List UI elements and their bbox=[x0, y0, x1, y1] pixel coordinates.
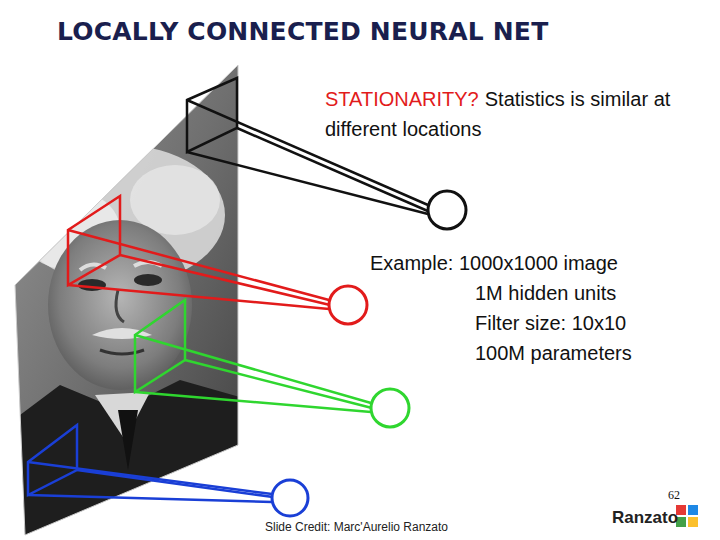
example-line: 1M hidden units bbox=[475, 282, 616, 305]
credit-text: Slide Credit: Marc'Aurelio Ranzato bbox=[265, 520, 448, 534]
slide-title: LOCALLY CONNECTED NEURAL NET bbox=[57, 17, 548, 46]
example-line: Example: 1000x1000 image bbox=[370, 252, 618, 275]
receptive-field-blue bbox=[28, 425, 308, 516]
example-line: Filter size: 10x10 bbox=[475, 312, 626, 335]
question-heading: STATIONARITY? bbox=[325, 88, 479, 110]
receptive-field-red bbox=[68, 196, 367, 324]
logo-text: Ranzato bbox=[612, 508, 678, 528]
receptive-field-green bbox=[135, 300, 409, 427]
example-line: 100M parameters bbox=[475, 342, 632, 365]
photo bbox=[0, 50, 250, 540]
stationarity-note: STATIONARITY?Statistics is similar at di… bbox=[325, 84, 675, 144]
logo bbox=[676, 505, 698, 527]
page-number: 62 bbox=[668, 488, 680, 503]
